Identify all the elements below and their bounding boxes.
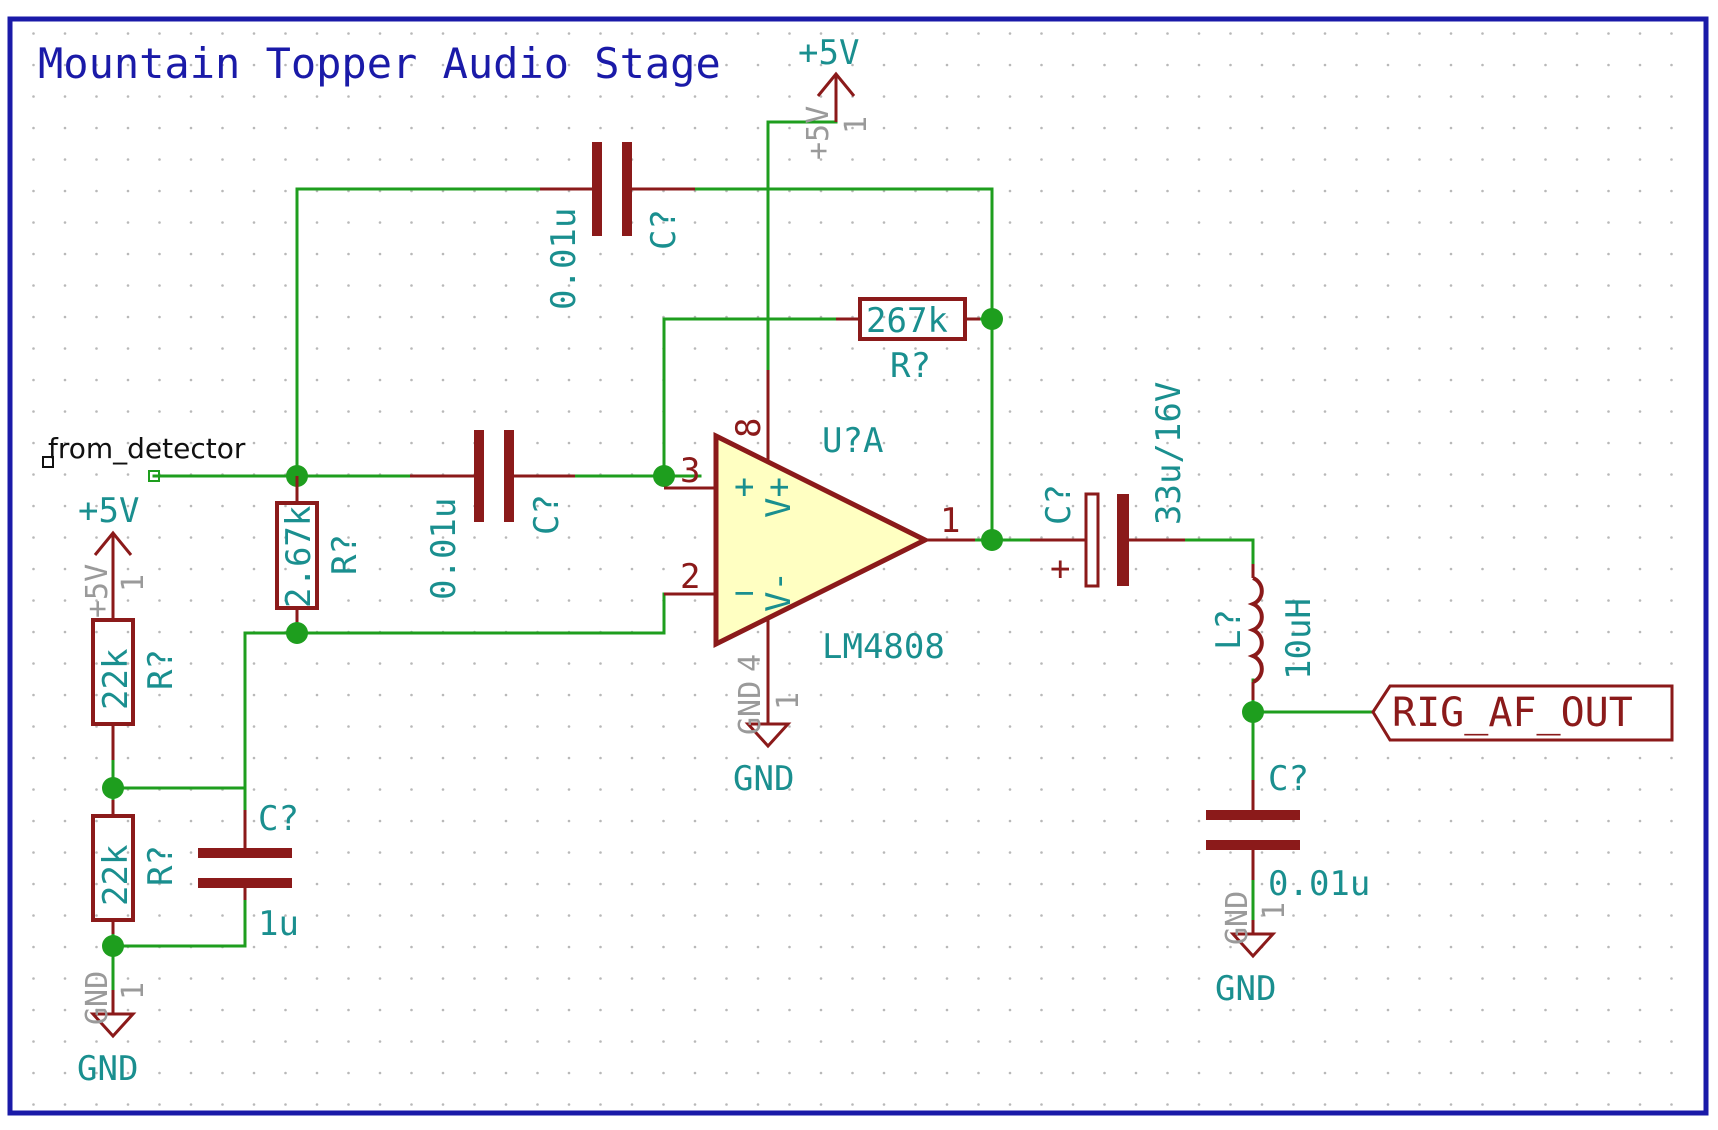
- inductor-value: 10uH: [1279, 598, 1319, 680]
- power-gnd-opamp-pin-name: GND: [733, 681, 768, 735]
- power-vcc-top-pin-number: 1: [839, 116, 874, 134]
- opamp-minus-sign: −: [734, 573, 754, 613]
- sheet-frame: [7, 16, 1709, 1116]
- junctions: [102, 308, 1264, 957]
- power-vcc-left-label: +5V: [78, 491, 139, 531]
- capacitor-top-ref: C?: [644, 209, 684, 250]
- power-gnd-opamp[interactable]: GND GND 1: [733, 681, 806, 799]
- power-vcc-top-pin-name: +5V: [801, 106, 836, 160]
- capacitor-output-ref: C?: [1039, 484, 1079, 525]
- net-label-from-detector[interactable]: from_detector: [42, 432, 246, 482]
- port-rig-af-out[interactable]: RIG_AF_OUT: [1371, 684, 1674, 742]
- port-rig-af-out-label: RIG_AF_OUT: [1392, 690, 1633, 736]
- resistor-bias-ref: R?: [325, 534, 365, 575]
- power-gnd-left-pin-name: GND: [80, 971, 115, 1025]
- resistor-bias[interactable]: 2.67k R?: [275, 476, 365, 622]
- resistor-feedback-ref: R?: [890, 346, 931, 386]
- opamp-pin-2: 2: [680, 557, 700, 597]
- opamp-lm4808[interactable]: 3 2 1 8 4 + − V+ V- U?A LM4808: [664, 370, 975, 710]
- opamp-plus-sign: +: [734, 467, 754, 507]
- capacitor-shunt-value: 0.01u: [1268, 864, 1370, 904]
- resistor-divider-bottom-ref: R?: [141, 845, 181, 886]
- resistor-feedback-value: 267k: [866, 301, 948, 341]
- opamp-pin-1: 1: [940, 501, 960, 541]
- capacitor-input[interactable]: 0.01u C?: [410, 430, 575, 600]
- resistor-divider-top-value: 22k: [96, 649, 136, 710]
- resistor-divider-top[interactable]: 22k R?: [91, 575, 181, 760]
- capacitor-output[interactable]: + C? 33u/16V: [1030, 382, 1189, 589]
- power-gnd-opamp-label: GND: [733, 759, 794, 799]
- opamp-vpos-name: V+: [759, 477, 799, 518]
- capacitor-input-ref: C?: [527, 494, 567, 535]
- power-gnd-left-pin-number: 1: [116, 982, 151, 1000]
- resistor-divider-top-ref: R?: [141, 649, 181, 690]
- power-vcc-left-pin-name: +5V: [80, 564, 115, 618]
- capacitor-bypass-ref: C?: [258, 799, 299, 839]
- power-gnd-left-label: GND: [77, 1049, 138, 1089]
- power-gnd-opamp-pin-number: 1: [771, 692, 806, 710]
- capacitor-shunt-ref: C?: [1268, 759, 1309, 799]
- resistor-bias-value: 2.67k: [279, 506, 319, 608]
- power-gnd-left[interactable]: GND GND 1: [77, 971, 151, 1089]
- net-label-text: from_detector: [48, 432, 246, 465]
- capacitor-output-value: 33u/16V: [1149, 382, 1189, 525]
- capacitor-input-value: 0.01u: [424, 498, 464, 600]
- opamp-vneg-name: V-: [759, 571, 799, 612]
- capacitor-bypass[interactable]: C? 1u: [198, 799, 299, 944]
- opamp-ref: U?A: [822, 421, 883, 461]
- capacitor-top[interactable]: 0.01u C?: [540, 142, 695, 310]
- power-vcc-top-label: +5V: [798, 33, 859, 73]
- opamp-value: LM4808: [822, 627, 945, 667]
- capacitor-output-polarity: +: [1050, 549, 1070, 589]
- sheet-title: Mountain Topper Audio Stage: [38, 39, 721, 88]
- opamp-pin-8: 8: [729, 418, 769, 438]
- power-gnd-shunt-pin-name: GND: [1220, 891, 1255, 945]
- power-vcc-left-pin-number: 1: [116, 574, 151, 592]
- inductor-ref: L?: [1209, 609, 1249, 650]
- opamp-pin-4: 4: [733, 654, 768, 672]
- capacitor-bypass-value: 1u: [258, 904, 299, 944]
- capacitor-shunt[interactable]: C? 0.01u: [1206, 759, 1370, 904]
- resistor-feedback[interactable]: 267k R?: [836, 297, 980, 386]
- capacitor-top-value: 0.01u: [544, 208, 584, 310]
- resistor-divider-bottom-value: 22k: [96, 845, 136, 906]
- power-gnd-shunt[interactable]: GND GND 1: [1215, 891, 1292, 1009]
- power-gnd-shunt-pin-number: 1: [1257, 902, 1292, 920]
- power-gnd-shunt-label: GND: [1215, 969, 1276, 1009]
- opamp-pin-3: 3: [680, 451, 700, 491]
- resistor-divider-bottom[interactable]: 22k R?: [91, 800, 181, 934]
- power-vcc-left[interactable]: +5V +5V 1: [78, 491, 151, 618]
- inductor-output[interactable]: L? 10uH: [1209, 564, 1319, 700]
- power-vcc-top[interactable]: +5V +5V 1: [798, 33, 874, 160]
